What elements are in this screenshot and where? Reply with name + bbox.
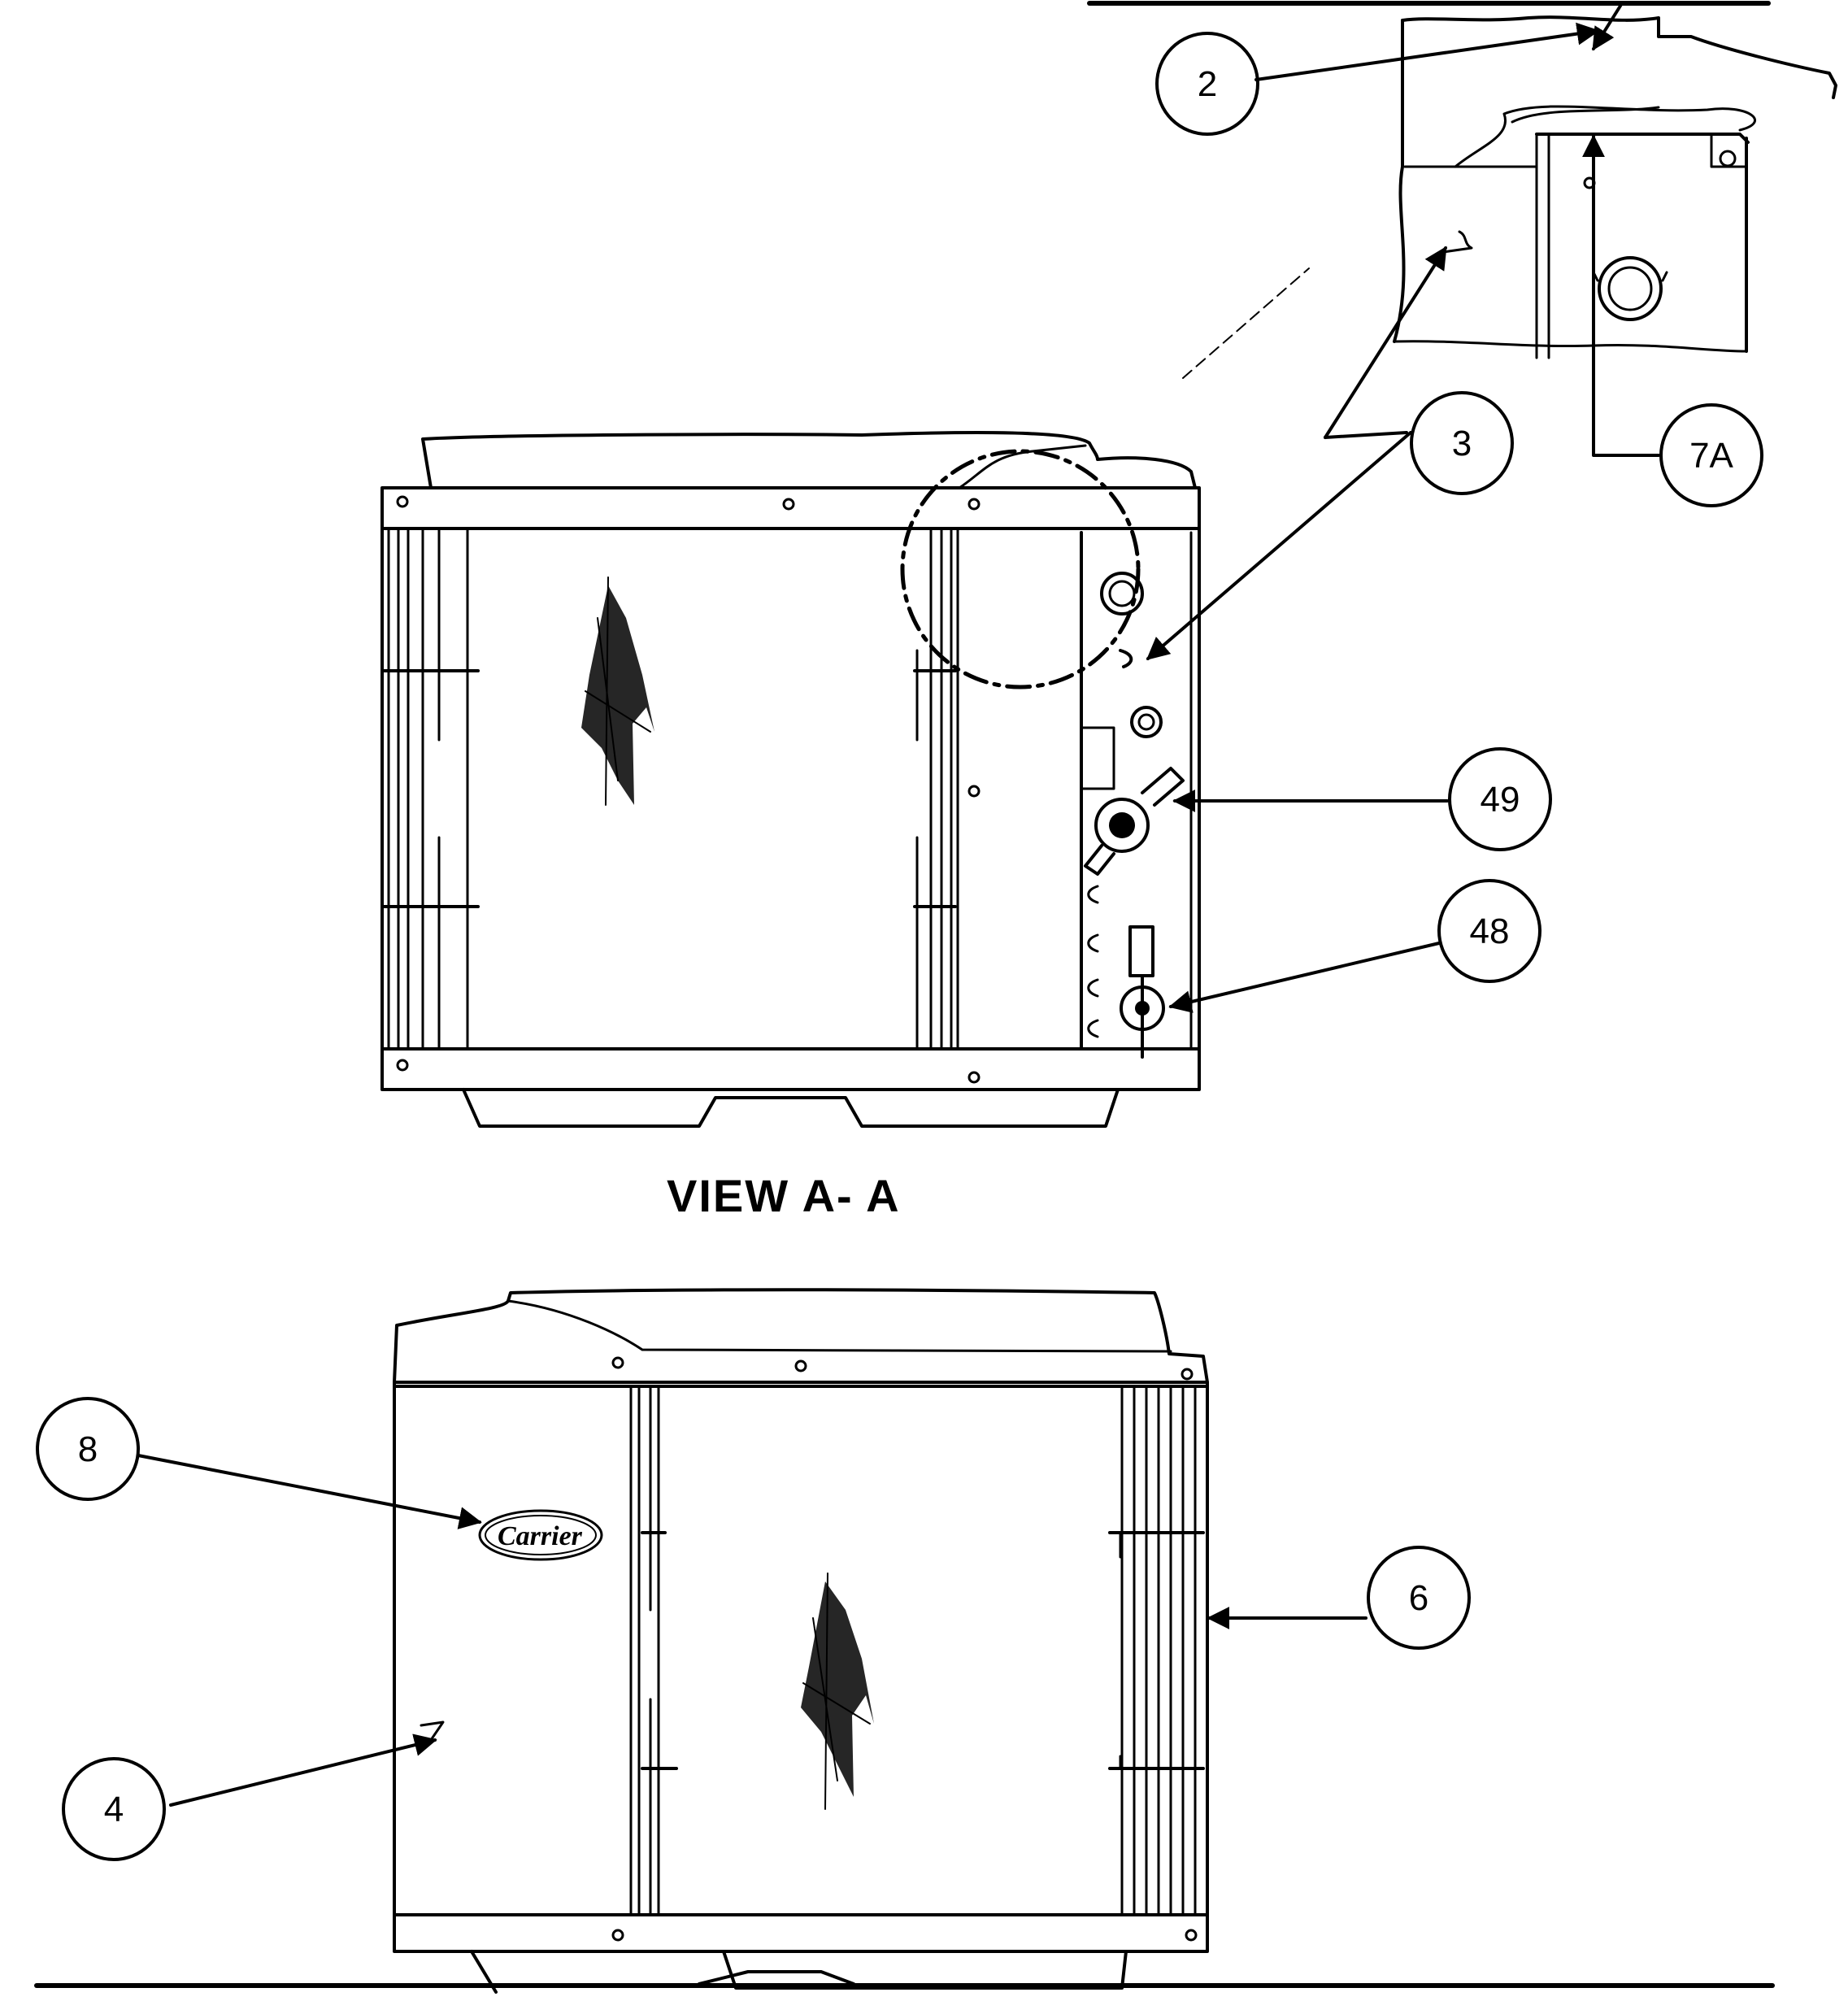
callout-balloon-3: 3 <box>1410 391 1514 495</box>
callout-balloon-48: 48 <box>1437 879 1541 983</box>
callout-label-3: 3 <box>1452 424 1472 463</box>
callout-balloon-8: 8 <box>36 1397 140 1501</box>
brand-logo-text: Carrier <box>498 1521 583 1551</box>
detail-callout-circle <box>900 449 1141 689</box>
view-a-a-unit <box>380 431 1201 1128</box>
callout-label-4: 4 <box>104 1790 124 1829</box>
detail-leader-dashed <box>1182 268 1310 379</box>
detail-inset <box>1393 15 1837 359</box>
callout-label-8: 8 <box>78 1429 98 1469</box>
callout-balloon-4: 4 <box>62 1757 166 1861</box>
callout-balloon-7a: 7A <box>1659 403 1763 507</box>
brand-logo: Carrier <box>478 1509 603 1561</box>
callout-label-48: 48 <box>1470 911 1510 951</box>
callout-balloon-2: 2 <box>1155 32 1259 136</box>
callout-balloon-6: 6 <box>1367 1546 1471 1650</box>
lower-unit <box>393 1288 1209 1994</box>
callout-label-6: 6 <box>1409 1578 1428 1618</box>
callout-label-2: 2 <box>1198 64 1217 104</box>
view-title: VIEW A- A <box>667 1170 901 1221</box>
callout-label-7a: 7A <box>1689 436 1733 476</box>
callout-balloon-49: 49 <box>1448 747 1552 851</box>
callout-label-49: 49 <box>1481 780 1520 820</box>
leader-lines <box>137 2 1660 1807</box>
